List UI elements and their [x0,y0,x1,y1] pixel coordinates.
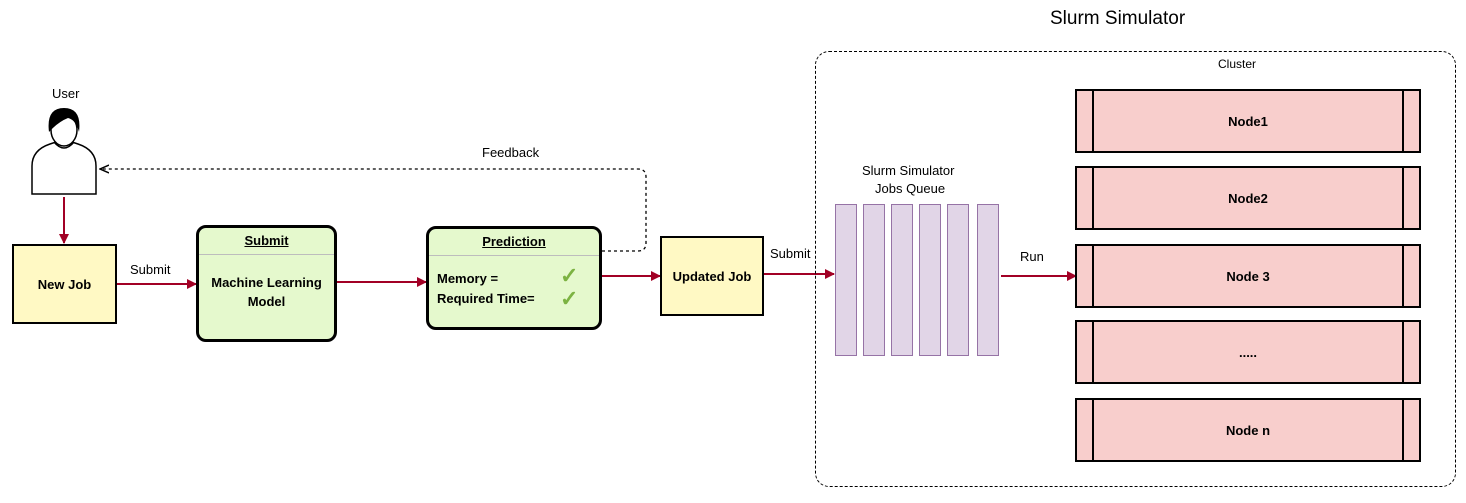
queue-slot [977,204,999,356]
user-label: User [52,86,80,101]
prediction-box: Prediction Memory = Required Time= ✓ ✓ [426,226,602,330]
time-check-icon: ✓ [560,286,579,311]
updated-job-label: Updated Job [672,268,752,284]
queue-slot [835,204,857,356]
node-n: Node n [1075,398,1421,462]
prediction-header: Prediction [429,229,599,256]
ml-model-line2: Model [247,294,286,309]
node-ellipsis: ..... [1075,320,1421,384]
queue-slot [947,204,969,356]
cluster-label: Cluster [1218,57,1257,71]
user-icon [31,108,97,195]
edge-label-submit-2: Submit [770,246,811,261]
edge-label-submit-1: Submit [130,262,171,277]
queue-label-line2: Jobs Queue [875,181,946,196]
feedback-arrow [100,169,647,252]
diagram-title: Slurm Simulator [1050,8,1186,29]
node-label: ..... [1238,344,1258,360]
ml-model-line1: Machine Learning [211,275,322,290]
memory-check-icon: ✓ [560,263,579,288]
ml-model-box: Submit Machine Learning Model [196,225,337,342]
cluster-container [815,51,1456,487]
queue-slot [919,204,941,356]
new-job-box: New Job [12,244,117,324]
node-label: Node 3 [1226,268,1270,284]
required-time-label: Required Time= [437,291,535,306]
queue-slot [863,204,885,356]
queue-label-line1: Slurm Simulator [862,163,955,178]
new-job-label: New Job [37,276,92,292]
updated-job-box: Updated Job [660,236,764,316]
node-label: Node2 [1228,190,1268,206]
node-label: Node1 [1228,113,1268,129]
ml-model-header: Submit [199,228,334,255]
node-label: Node n [1225,422,1271,438]
node-1: Node1 [1075,89,1421,153]
node-3: Node 3 [1075,244,1421,308]
memory-label: Memory = [437,271,499,286]
feedback-label: Feedback [482,145,540,160]
queue-slot [891,204,913,356]
node-2: Node2 [1075,166,1421,230]
edge-label-run: Run [1020,249,1044,264]
